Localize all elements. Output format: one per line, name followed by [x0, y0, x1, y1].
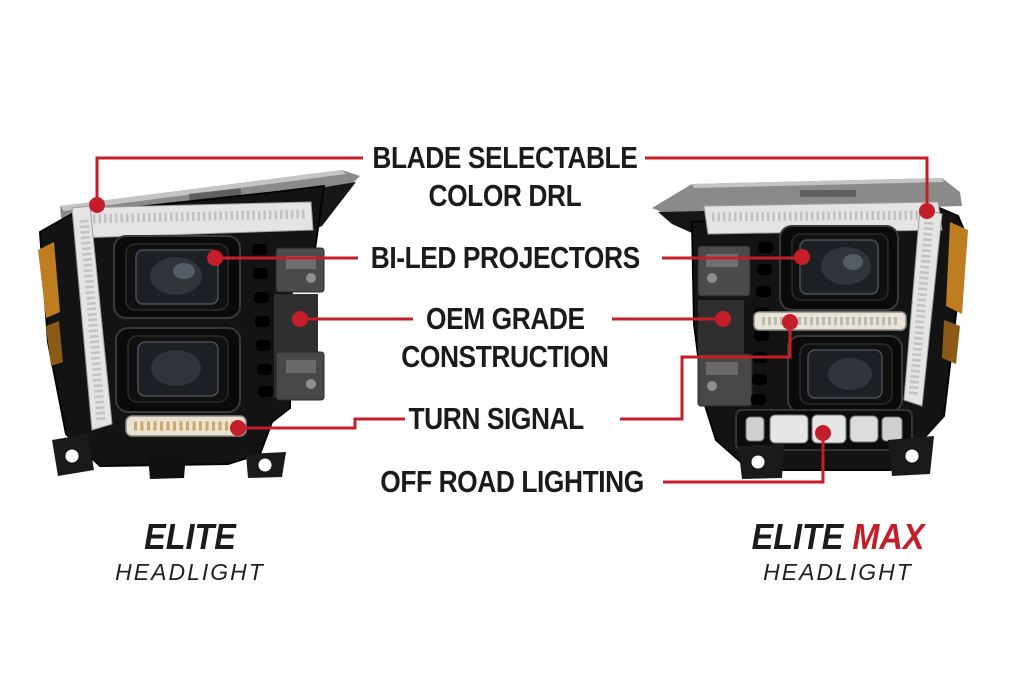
product-label-elite: ELITE HEADLIGHT	[50, 517, 330, 586]
vent-slots	[252, 244, 273, 397]
callout-dot-blade-drl-left	[89, 197, 105, 213]
housing-marking	[800, 190, 856, 197]
amber-side-marker	[942, 222, 968, 364]
callout-text: COLOR DRL	[428, 178, 582, 213]
callout-line-blade-drl-left	[95, 156, 363, 201]
drl-strip	[71, 201, 314, 431]
product-label-elite-max: ELITE MAX HEADLIGHT	[698, 517, 978, 586]
mounting-feet	[738, 436, 934, 479]
callout-label-blade-selectable-color-drl: BLADE SELECTABLE COLOR DRL	[330, 139, 680, 215]
product-title: ELITE	[50, 517, 330, 557]
callout-dot-oem-left	[292, 311, 308, 327]
callout-line-turn-signal-left	[242, 417, 405, 430]
callout-label-bi-led-projectors: BI-LED PROJECTORS	[330, 239, 680, 277]
callout-text: OEM GRADE	[425, 301, 585, 336]
callout-label-turn-signal: TURN SIGNAL	[321, 400, 671, 438]
mounting-feet	[52, 434, 286, 479]
housing-marking	[188, 188, 242, 201]
callout-text: OFF ROAD LIGHTING	[380, 464, 644, 499]
product-name-accent: MAX	[852, 516, 925, 557]
product-subtitle: HEADLIGHT	[115, 559, 265, 585]
callout-text: TURN SIGNAL	[408, 401, 584, 436]
amber-side-marker	[38, 242, 63, 366]
callout-dot-bi-led-left	[207, 250, 223, 266]
callout-text: BLADE SELECTABLE	[372, 140, 638, 175]
callout-text: BI-LED PROJECTORS	[370, 240, 640, 275]
upper-projector	[779, 225, 899, 311]
callout-label-oem-grade-construction: OEM GRADE CONSTRUCTION	[330, 300, 680, 376]
product-title: ELITE MAX	[698, 517, 978, 557]
callout-line-off-road-right	[663, 437, 825, 484]
elite-max-headlight-image	[652, 178, 968, 479]
callout-text: CONSTRUCTION	[401, 339, 609, 374]
callout-dot-blade-drl-right	[919, 203, 935, 219]
lower-projector	[115, 327, 241, 413]
product-name: ELITE	[751, 516, 844, 557]
callout-line-blade-drl-right	[645, 156, 929, 207]
upper-projector	[113, 235, 241, 319]
callout-dot-turn-signal-right	[782, 314, 798, 330]
product-name: ELITE	[144, 516, 236, 557]
callout-dot-off-road-right	[815, 425, 831, 441]
product-subtitle: HEADLIGHT	[763, 559, 913, 585]
callout-dot-bi-led-right	[794, 249, 810, 265]
lower-projector	[787, 335, 903, 413]
callout-line-turn-signal-right	[620, 326, 792, 421]
elite-headlight-image	[38, 170, 360, 479]
callout-dot-oem-right	[715, 311, 731, 327]
turn-signal-strip	[125, 415, 247, 437]
callout-dot-turn-signal-left	[230, 420, 246, 436]
callout-label-off-road-lighting: OFF ROAD LIGHTING	[337, 463, 687, 501]
